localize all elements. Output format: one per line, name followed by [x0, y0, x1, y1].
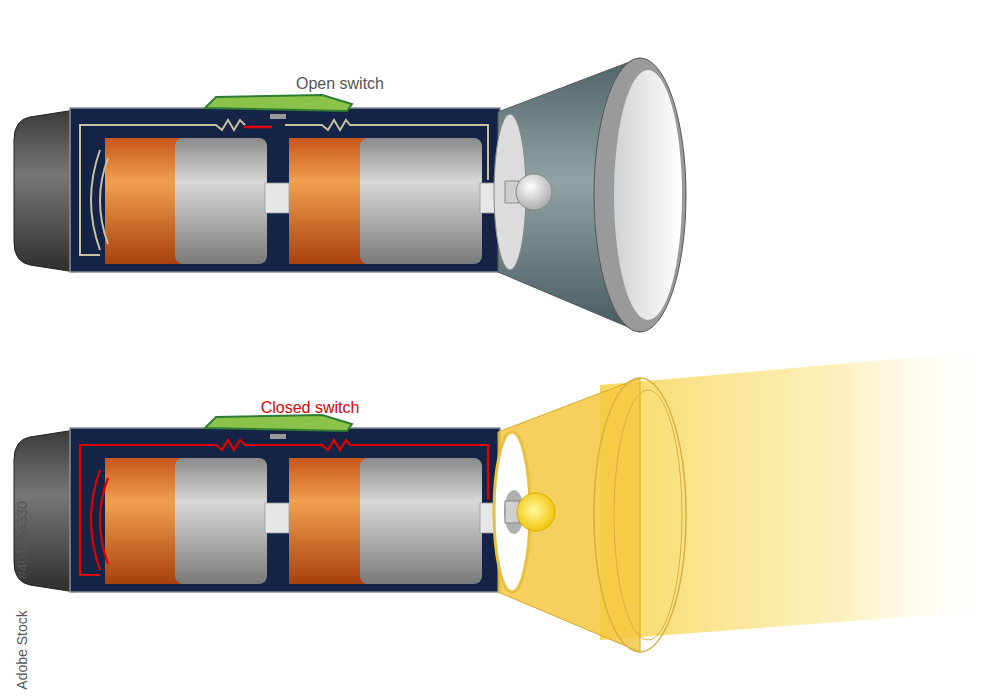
watermark: #401854330 [14, 501, 30, 579]
switch-state-label: Open switch [296, 75, 384, 93]
switch-state-label: Closed switch [261, 399, 360, 417]
watermark: Adobe Stock [14, 610, 30, 689]
